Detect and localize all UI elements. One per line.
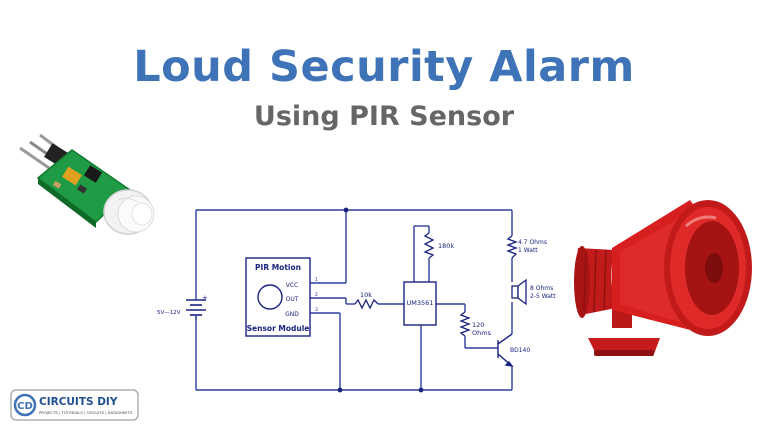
pir-module-box — [245, 257, 311, 337]
module-subtitle: Sensor Module — [247, 324, 310, 333]
speaker-label: 8 Ohms — [530, 285, 553, 292]
resistor-4-7-power: 1 Watt — [518, 247, 538, 254]
resistor-4-7-label: 4.7 Ohms — [518, 239, 547, 246]
pir-lens-symbol — [257, 284, 283, 310]
logo-mark-icon — [13, 393, 37, 417]
resistor-10k — [354, 298, 379, 310]
speaker-symbol — [511, 278, 527, 306]
transistor-bd140 — [497, 333, 514, 367]
battery-label: 5V—12V — [157, 310, 181, 316]
resistor-120-unit: Ohms — [472, 329, 492, 337]
module-title: PIR Motion — [255, 263, 301, 272]
brand-name: CIRCUITS DIY — [39, 396, 118, 408]
logo-mark-letters: CD — [17, 401, 33, 412]
circuit-diagram — [195, 209, 513, 391]
resistor-120-value: 120 — [472, 321, 484, 329]
page-subtitle: Using PIR Sensor — [253, 101, 515, 132]
siren-illustration — [574, 200, 752, 356]
resistor-120 — [459, 311, 471, 337]
resistor-180k — [423, 232, 435, 259]
ic-label: UM3561 — [407, 299, 434, 307]
pir-sensor-illustration — [19, 133, 155, 235]
battery-symbol — [186, 299, 206, 320]
pin-out-label: OUT — [286, 296, 299, 303]
junction-dots — [337, 207, 424, 393]
pin-vcc-label: VCC — [286, 282, 298, 289]
brand-tagline: PROJECTS | TUTORIALS | CIRCUITS | DATASH… — [39, 410, 133, 415]
pin-3-number: 3 — [315, 307, 318, 313]
battery-plus-sign: + — [202, 294, 208, 302]
ic-um3561 — [403, 281, 437, 326]
resistor-4-7 — [506, 235, 518, 259]
brand-logo: CD CIRCUITS DIY PROJECTS | TUTORIALS | C… — [10, 389, 139, 421]
page-title: Loud Security Alarm — [133, 42, 635, 92]
pin-gnd-label: GND — [285, 311, 299, 318]
resistor-10k-label: 10k — [360, 291, 372, 299]
pin-2-number: 2 — [315, 292, 318, 298]
resistor-180k-label: 180k — [438, 242, 454, 250]
speaker-power: 2-5 Watt — [530, 293, 556, 300]
pin-1-number: 1 — [315, 277, 318, 283]
transistor-label: BD140 — [510, 347, 530, 354]
